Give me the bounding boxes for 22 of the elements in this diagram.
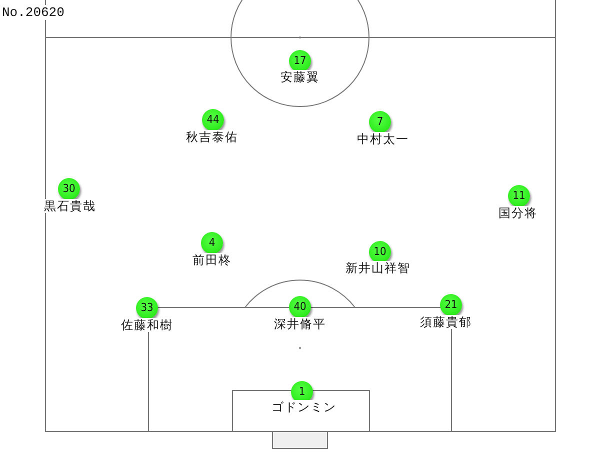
player-marker: 30 [58, 178, 80, 200]
player-name: ゴドンミン [272, 400, 336, 414]
player-name: 中村太一 [357, 132, 409, 146]
player-name: 国分将 [498, 206, 538, 220]
player-name: 深井脩平 [274, 317, 326, 331]
player-name: 秋吉泰佑 [186, 130, 238, 144]
diagram-number: No.20620 [2, 5, 64, 20]
player-name: 新井山祥智 [346, 261, 410, 275]
player-marker: 7 [369, 111, 391, 133]
player-marker: 21 [440, 294, 462, 316]
player-marker: 10 [369, 241, 391, 263]
player-marker: 4 [201, 232, 223, 254]
player-name: 前田柊 [192, 253, 232, 267]
player-marker: 44 [202, 109, 224, 131]
player-name: 黒石貴哉 [44, 199, 96, 213]
player-name: 佐藤和樹 [121, 318, 173, 332]
player-name: 須藤貴郁 [420, 315, 472, 329]
player-marker: 17 [289, 50, 311, 72]
player-marker: 33 [136, 297, 158, 319]
player-marker: 11 [508, 185, 530, 207]
player-marker: 40 [289, 296, 311, 318]
player-name: 安藤翼 [280, 70, 320, 84]
